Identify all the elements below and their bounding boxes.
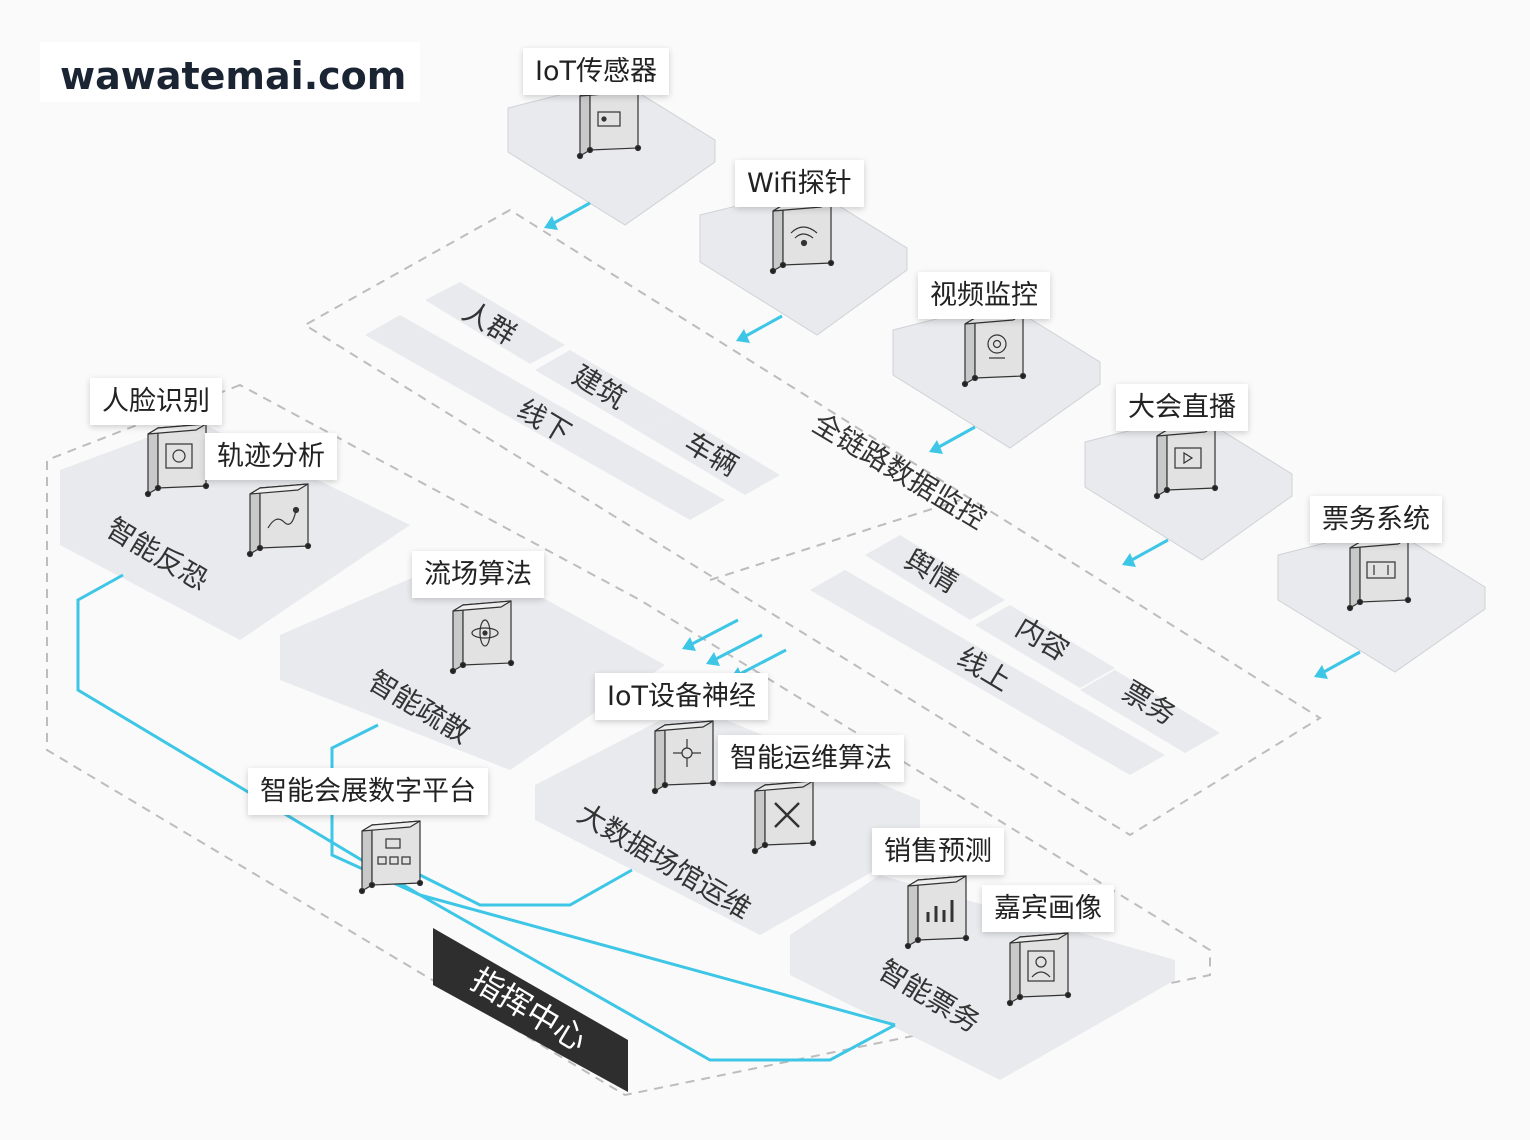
ops-link bbox=[419, 868, 633, 907]
offline-tag-vehicle bbox=[640, 412, 780, 495]
iot-neural-label: IoT设备神经 bbox=[595, 673, 768, 720]
face-scan-icon bbox=[144, 423, 210, 498]
atom-icon bbox=[449, 600, 515, 675]
video-arrow-head bbox=[929, 440, 943, 454]
online-tag-ticketing bbox=[1080, 670, 1220, 753]
platform-label: 智能会展数字平台 bbox=[248, 768, 488, 815]
anti-terror-link bbox=[76, 573, 896, 1027]
feed-arrow-line-1 bbox=[689, 618, 739, 647]
neural-icon bbox=[651, 720, 717, 795]
iot-arrow-head bbox=[544, 216, 558, 230]
offline-strip bbox=[365, 315, 725, 520]
live-arrow-line bbox=[1129, 538, 1169, 563]
face-recognition-label: 人脸识别 bbox=[90, 378, 222, 425]
online-strip bbox=[810, 570, 1165, 775]
online-divider bbox=[709, 499, 961, 581]
feed-arrow-head-2 bbox=[706, 652, 720, 666]
watermark-text: wawatemai.com bbox=[60, 54, 407, 98]
command-center-block bbox=[433, 928, 628, 1092]
router-icon bbox=[576, 85, 642, 160]
dashboard-icon bbox=[358, 820, 424, 895]
video-surveillance-label: 视频监控 bbox=[918, 272, 1050, 319]
feed-arrow-line-2 bbox=[713, 633, 763, 662]
wifi-arrow-line bbox=[743, 314, 783, 339]
live-arrow-head bbox=[1122, 553, 1136, 567]
online-tag-sentiment bbox=[865, 535, 1005, 620]
video-arrow-line bbox=[936, 425, 976, 450]
trajectory-analysis-label: 轨迹分析 bbox=[205, 433, 337, 480]
ticket-arrow-line bbox=[1321, 650, 1361, 675]
guest-profile-label: 嘉宾画像 bbox=[982, 885, 1114, 932]
track-icon bbox=[246, 483, 312, 558]
iot-sensor-label: IoT传感器 bbox=[523, 48, 669, 95]
ops-algorithm-label: 智能运维算法 bbox=[718, 735, 904, 782]
monitoring-outline bbox=[303, 208, 1322, 837]
ticket-icon bbox=[1346, 537, 1412, 612]
flow-algorithm-label: 流场算法 bbox=[412, 551, 544, 598]
wifi-arrow-head bbox=[736, 329, 750, 343]
ticketing-link bbox=[419, 893, 896, 1062]
sales-forecast-label: 销售预测 bbox=[872, 828, 1004, 875]
profile-icon bbox=[1006, 932, 1072, 1007]
watermark: wawatemai.com bbox=[40, 42, 420, 102]
ticket-system-label: 票务系统 bbox=[1310, 496, 1442, 543]
online-tag-content bbox=[975, 605, 1115, 688]
tools-icon bbox=[751, 780, 817, 855]
iot-arrow-line bbox=[551, 201, 591, 226]
bar-chart-icon bbox=[904, 875, 970, 950]
feed-arrow-head-1 bbox=[682, 637, 696, 651]
ticket-arrow-head bbox=[1314, 665, 1328, 679]
tv-icon bbox=[1153, 425, 1219, 500]
live-broadcast-label: 大会直播 bbox=[1116, 384, 1248, 431]
feed-arrow-line-3 bbox=[737, 648, 787, 677]
offline-tag-building bbox=[535, 350, 675, 432]
wifi-icon bbox=[769, 200, 835, 275]
ticketing-panel bbox=[790, 875, 1175, 1080]
offline-tag-crowd bbox=[425, 282, 565, 364]
webcam-icon bbox=[961, 313, 1027, 388]
wifi-probe-label: Wifi探针 bbox=[735, 160, 864, 207]
